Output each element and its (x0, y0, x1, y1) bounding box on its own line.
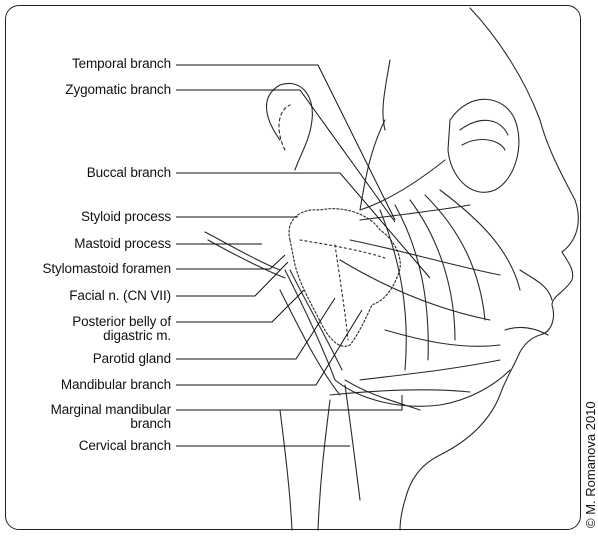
leader-stylomastoid (176, 255, 285, 269)
ear (267, 83, 313, 170)
leader-digastric (176, 290, 304, 322)
leader-marginal (176, 395, 402, 410)
label-digastric-line2: digastric m. (103, 329, 171, 343)
label-zygomatic-branch: Zygomatic branch (65, 83, 171, 97)
label-temporal-branch: Temporal branch (72, 57, 171, 71)
label-digastric-line1: Posterior belly of (72, 315, 171, 329)
label-stylomastoid-foramen: Stylomastoid foramen (42, 262, 171, 276)
label-buccal-branch: Buccal branch (87, 166, 171, 180)
parotid-gland (289, 209, 400, 347)
leader-buccal (176, 173, 430, 278)
face-profile (400, 8, 578, 530)
neck-back (318, 400, 330, 530)
label-mandibular-branch: Mandibular branch (61, 378, 171, 392)
label-marginal-line2: branch (130, 417, 171, 431)
label-cervical-branch: Cervical branch (79, 439, 171, 453)
leader-facial (176, 262, 288, 296)
leader-mandibular (176, 310, 362, 385)
label-marginal-line1: Marginal mandibular (51, 403, 171, 417)
eye-region (448, 99, 519, 192)
label-styloid-process: Styloid process (81, 210, 171, 224)
label-facial-nerve: Facial n. (CN VII) (69, 289, 171, 303)
copyright-notice: © M. Romanova 2010 (583, 401, 598, 528)
label-mastoid-process: Mastoid process (74, 237, 171, 251)
leader-zygomatic (176, 90, 395, 222)
label-parotid-gland: Parotid gland (93, 352, 171, 366)
